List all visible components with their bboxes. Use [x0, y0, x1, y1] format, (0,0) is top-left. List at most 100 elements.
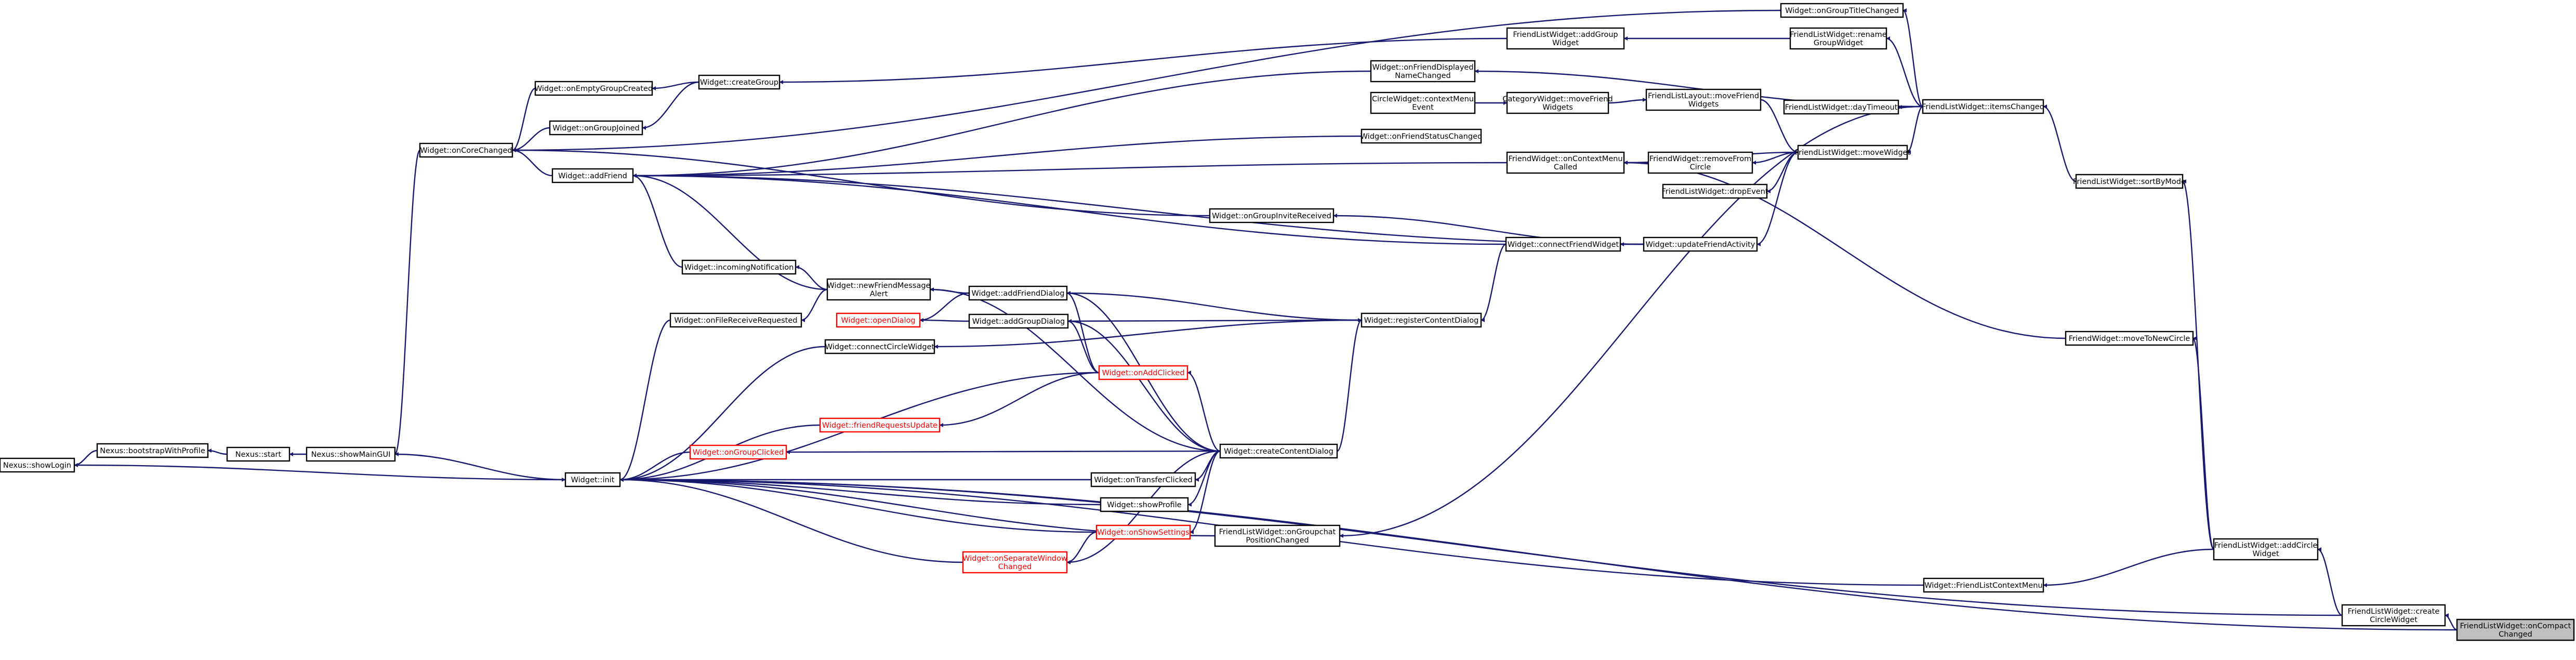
node-on-add-clicked[interactable]: Widget::onAddClicked [1098, 365, 1188, 380]
edge-addGroupWidget-to-createGroup [779, 37, 1508, 84]
node-label-line: Widgets [1688, 100, 1719, 109]
node-friend-requests-update[interactable]: Widget::friendRequestsUpdate [819, 417, 941, 433]
node-drop-event[interactable]: FriendListWidget::dropEvent [1661, 183, 1768, 199]
node-on-transfer-clicked[interactable]: Widget::onTransferClicked [1090, 472, 1196, 487]
node-box [306, 446, 396, 462]
edge-addCircleWidget-to-friendListContextMenu [2043, 548, 2214, 587]
node-label-line: FriendWidget::removeFrom [1649, 155, 1751, 163]
edge-moveWidget-to-updateFriendActivity [1756, 151, 1799, 246]
edge-sortByMode-to-itemsChanged [2043, 104, 2077, 182]
edge-createCircleWidget-to-addCircleWidget [2317, 547, 2343, 616]
edge-createGroup-to-onEmptyGroupCreated [652, 81, 699, 90]
edge-onCompactChanged-to-createCircleWidget [2445, 613, 2458, 631]
node-box [826, 278, 931, 301]
node-on-empty-group-created[interactable]: Widget::onEmptyGroupCreated [534, 81, 653, 96]
node-move-widget[interactable]: FriendListWidget::moveWidget [1795, 144, 1911, 160]
node-bootstrap-with-profile[interactable]: Nexus::bootstrapWithProfile [96, 443, 209, 458]
node-label-line: Widget::updateFriendActivity [1646, 241, 1755, 249]
node-on-core-changed[interactable]: Widget::onCoreChanged [419, 142, 513, 158]
node-connect-circle-widget[interactable]: Widget::connectCircleWidget [824, 339, 935, 354]
node-box [419, 142, 513, 158]
node-box [1219, 443, 1338, 459]
node-label-line: CircleWidget::contextMenu [1372, 95, 1474, 103]
node-label-line: FriendListWidget::addGroup [1513, 31, 1618, 39]
node-box [1098, 365, 1188, 380]
node-on-group-invite-received[interactable]: Widget::onGroupInviteReceived [1209, 208, 1335, 223]
node-box [836, 312, 921, 328]
node-box [689, 444, 787, 460]
node-label-line: Nexus::showMainGUI [311, 451, 391, 459]
node-create-content-dialog[interactable]: Widget::createContentDialog [1219, 443, 1338, 459]
node-on-friend-status-changed[interactable]: Widget::onFriendStatusChanged [1360, 128, 1482, 144]
node-on-file-receive-requested[interactable]: Widget::onFileReceiveRequested [669, 312, 802, 328]
node-box [1214, 524, 1341, 547]
node-label-line: Widget::newFriendMessage [827, 282, 931, 290]
node-label-line: Widget [1552, 39, 1579, 47]
node-label-line: Widgets [1542, 103, 1573, 112]
node-on-groupchat-position-changed[interactable]: FriendListWidget::onGroupchatPositionCha… [1214, 524, 1341, 547]
node-box [96, 443, 209, 458]
node-label-line: Widget::onTransferClicked [1094, 476, 1192, 484]
node-connect-friend-widget[interactable]: Widget::connectFriendWidget [1505, 236, 1621, 252]
edge-showMainGUI-to-widgetInit [394, 453, 566, 482]
node-widget-init[interactable]: Widget::init [564, 472, 621, 487]
node-on-group-title-changed[interactable]: Widget::onGroupTitleChanged [1780, 3, 1904, 18]
node-add-group-dialog[interactable]: Widget::addGroupDialog [968, 313, 1069, 329]
node-show-profile[interactable]: Widget::showProfile [1100, 497, 1189, 512]
node-move-to-new-circle[interactable]: FriendWidget::moveToNewCircle [2065, 331, 2194, 346]
node-show-login[interactable]: Nexus::showLogin [0, 457, 75, 473]
node-box [1506, 151, 1625, 174]
node-incoming-notification[interactable]: Widget::incomingNotification [681, 259, 797, 275]
node-label-line: FriendListLayout::moveFriend [1648, 92, 1759, 100]
node-update-friend-activity[interactable]: Widget::updateFriendActivity [1643, 236, 1758, 252]
node-add-friend-dialog[interactable]: Widget::addFriendDialog [968, 285, 1068, 301]
node-on-show-settings[interactable]: Widget::onShowSettings [1095, 524, 1191, 540]
node-box [1090, 472, 1196, 487]
node-box [2456, 618, 2575, 641]
node-create-group[interactable]: Widget::createGroup [698, 74, 781, 90]
edge-onFileReceiveRequested-to-widgetInit [619, 319, 671, 482]
node-open-dialog[interactable]: Widget::openDialog [836, 312, 921, 328]
node-label-line: GroupWidget [1814, 39, 1864, 47]
node-box [564, 472, 621, 487]
node-show-main-g-u-i[interactable]: Nexus::showMainGUI [306, 446, 396, 462]
node-label-line: Nexus::bootstrapWithProfile [100, 447, 205, 455]
node-items-changed[interactable]: FriendListWidget::itemsChanged [1922, 99, 2044, 114]
node-friend-list-context-menu[interactable]: Widget::FriendListContextMenu [1923, 577, 2044, 593]
edge-connectFriendWidget-to-registerContentDialog [1481, 243, 1507, 322]
edge-onCompactChanged-to-widgetInit [619, 478, 2458, 631]
node-box [1360, 128, 1482, 144]
node-label-line: FriendListWidget::itemsChanged [1922, 103, 2044, 111]
nodes-layer: Widget::onGroupTitleChangedFriendListWid… [0, 3, 2575, 641]
node-day-timeout[interactable]: FriendListWidget::dayTimeout [1783, 99, 1899, 115]
node-label-line: Widget::openDialog [841, 316, 915, 325]
node-add-friend[interactable]: Widget::addFriend [551, 168, 634, 183]
node-box [1506, 91, 1609, 114]
edge-connectFriendWidget-to-addFriend [632, 174, 1507, 245]
node-sort-by-mode[interactable]: FriendListWidget::sortByMode [2073, 174, 2186, 189]
edge-createContentDialog-to-onAddClicked [1187, 371, 1221, 452]
node-label-line: FriendListWidget::moveWidget [1795, 149, 1911, 157]
node-box [968, 285, 1068, 301]
node-on-group-clicked[interactable]: Widget::onGroupClicked [689, 444, 787, 460]
node-box [819, 417, 941, 433]
node-on-group-joined[interactable]: Widget::onGroupJoined [549, 120, 643, 136]
edge-onEmptyGroupCreated-to-onCoreChanged [512, 87, 536, 152]
node-nexus-start[interactable]: Nexus::start [226, 446, 290, 462]
node-label-line: CircleWidget [2370, 616, 2418, 624]
node-register-content-dialog[interactable]: Widget::registerContentDialog [1360, 312, 1482, 328]
node-label-line: Widget::onEmptyGroupCreated [535, 85, 653, 93]
